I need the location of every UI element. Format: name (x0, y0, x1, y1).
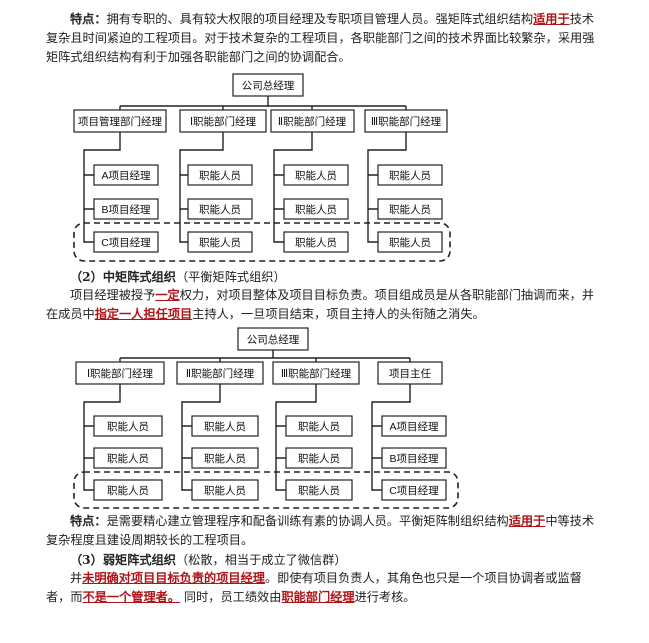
item-label: C项目经理 (101, 236, 151, 249)
project-group-dashed-border (73, 471, 459, 509)
item-label: 职能人员 (295, 236, 337, 249)
medium-body-c: 主持人，一旦项目结束，项目主持人的头衔随之消失。 (192, 307, 485, 321)
item-label: 职能人员 (298, 452, 340, 465)
weak-matrix-heading: （3）弱矩阵式组织（松散，相当于成立了微信群） (70, 550, 347, 568)
item-box (283, 164, 349, 186)
item-label: 职能人员 (107, 484, 149, 497)
item-label: B项目经理 (101, 203, 151, 216)
weak-highlight-3: 职能部门经理 (281, 590, 355, 604)
item-label: 职能人员 (295, 203, 337, 216)
item-box (191, 447, 259, 469)
weak-body-c: 同时，员工绩效由 (180, 590, 282, 604)
item-box (377, 164, 443, 186)
medium-highlight-2: 指定一人担任项目 (94, 307, 193, 321)
item-box (187, 164, 253, 186)
item-box (377, 198, 443, 220)
strong-matrix-features: 特点：拥有专职的、具有较大权限的项目经理及专职项目管理人员。强矩阵式组织结构适用… (46, 10, 606, 67)
item-label: 职能人员 (199, 236, 241, 249)
medium-matrix-features: 特点：是需要精心建立管理程序和配备训练有素的协调人员。平衡矩阵制组织结构适用于中… (46, 512, 606, 550)
balanced-matrix-org-chart: 公司总经理 Ⅰ职能部门经理 Ⅱ职能部门经理 Ⅲ职能部门经理 项目主任 职能人员 … (73, 327, 459, 509)
item-box (93, 164, 159, 186)
weak-body-d: 进行考核。 (354, 590, 416, 604)
item-box (93, 231, 159, 253)
weak-matrix-body: 并未明确对项目目标负责的项目经理。即使有项目负责人，其角色也只是一个项目协调者或… (46, 569, 606, 607)
weak-body-a: 并 (70, 571, 83, 585)
item-label: 职能人员 (389, 169, 431, 182)
medium-features-label: 特点： (70, 514, 107, 528)
item-box (283, 231, 349, 253)
medium-features-a: 是需要精心建立管理程序和配备训练有素的协调人员。平衡矩阵制组织结构 (106, 514, 509, 528)
item-label: 职能人员 (389, 203, 431, 216)
medium-matrix-title: （2）中矩阵式组织 (70, 270, 176, 284)
column-head-label: 项目主任 (389, 367, 431, 380)
features-text-b: 技术复杂且时间紧迫的工程项目。对于技术复杂的工程项目，各职能部门之间的技术界面比… (46, 12, 595, 64)
weak-matrix-note: （松散，相当于成立了微信群） (175, 553, 347, 567)
item-box (381, 479, 447, 501)
column-head-label: Ⅲ职能部门经理 (371, 115, 442, 128)
weak-highlight-2: 不是一个管理者。 (82, 590, 181, 604)
column-head-label: Ⅰ职能部门经理 (87, 367, 154, 380)
item-box (285, 415, 353, 437)
item-label: C项目经理 (389, 484, 439, 497)
item-box (187, 198, 253, 220)
item-label: 职能人员 (204, 452, 246, 465)
item-box (285, 479, 353, 501)
item-label: 职能人员 (199, 203, 241, 216)
item-label: 职能人员 (204, 420, 246, 433)
item-label: 职能人员 (298, 484, 340, 497)
column-head-label: Ⅲ职能部门经理 (281, 367, 352, 380)
item-label: 职能人员 (204, 484, 246, 497)
weak-highlight-1: 未明确对项目目标负责的项目经理 (82, 571, 265, 585)
item-box (191, 479, 259, 501)
item-box (283, 198, 349, 220)
item-label: 职能人员 (107, 452, 149, 465)
medium-highlight-1: 一定 (155, 288, 180, 302)
features-label: 特点： (70, 12, 107, 26)
item-box (191, 415, 259, 437)
medium-body-a: 项目经理被授予 (70, 288, 156, 302)
org-top-label: 公司总经理 (247, 333, 300, 346)
strong-matrix-org-chart: 公司总经理 项目管理部门经理 Ⅰ职能部门经理 Ⅱ职能部门经理 Ⅲ职能部门经理 A… (73, 73, 451, 262)
column-head-label: Ⅱ职能部门经理 (278, 115, 347, 128)
medium-features-highlight: 适用于 (508, 514, 546, 528)
item-box (93, 415, 163, 437)
item-box (187, 231, 253, 253)
features-highlight: 适用于 (533, 12, 570, 26)
item-box (93, 479, 163, 501)
item-box (381, 415, 447, 437)
features-text-a: 拥有专职的、具有较大权限的项目经理及专职项目管理人员。强矩阵式组织结构 (106, 12, 534, 26)
medium-matrix-body: 项目经理被授予一定权力，对项目整体及项目目标负责。项目组成员是从各职能部门抽调而… (46, 286, 606, 324)
item-box (381, 447, 447, 469)
item-label: A项目经理 (101, 169, 151, 182)
item-label: 职能人员 (389, 236, 431, 249)
medium-matrix-note: （平衡矩阵式组织） (175, 270, 286, 284)
column-head-label: Ⅰ职能部门经理 (190, 115, 257, 128)
medium-body-b: 权力，对项目整体及项目目标负责。项目组成员是从各职能部门抽调而来，并在成员中 (46, 288, 595, 321)
column-head-label: Ⅱ职能部门经理 (186, 367, 255, 380)
item-label: 职能人员 (107, 420, 149, 433)
weak-matrix-title: （3）弱矩阵式组织 (70, 553, 176, 567)
project-group-dashed-border (73, 222, 451, 262)
item-label: B项目经理 (389, 452, 439, 465)
item-label: 职能人员 (199, 169, 241, 182)
item-box (285, 447, 353, 469)
item-label: 职能人员 (298, 420, 340, 433)
item-box (93, 198, 159, 220)
item-label: A项目经理 (389, 420, 439, 433)
item-label: 职能人员 (295, 169, 337, 182)
item-box (93, 447, 163, 469)
column-head-label: 项目管理部门经理 (78, 115, 162, 128)
medium-matrix-heading: （2）中矩阵式组织（平衡矩阵式组织） (70, 267, 286, 285)
weak-body-b: 。即使有项目负责人，其角色也只是一个项目协调者或监督者，而 (46, 571, 582, 604)
medium-features-b: 中等技术复杂程度且建设周期较长的工程项目。 (46, 514, 595, 547)
org-top-label: 公司总经理 (242, 79, 295, 92)
item-box (377, 231, 443, 253)
